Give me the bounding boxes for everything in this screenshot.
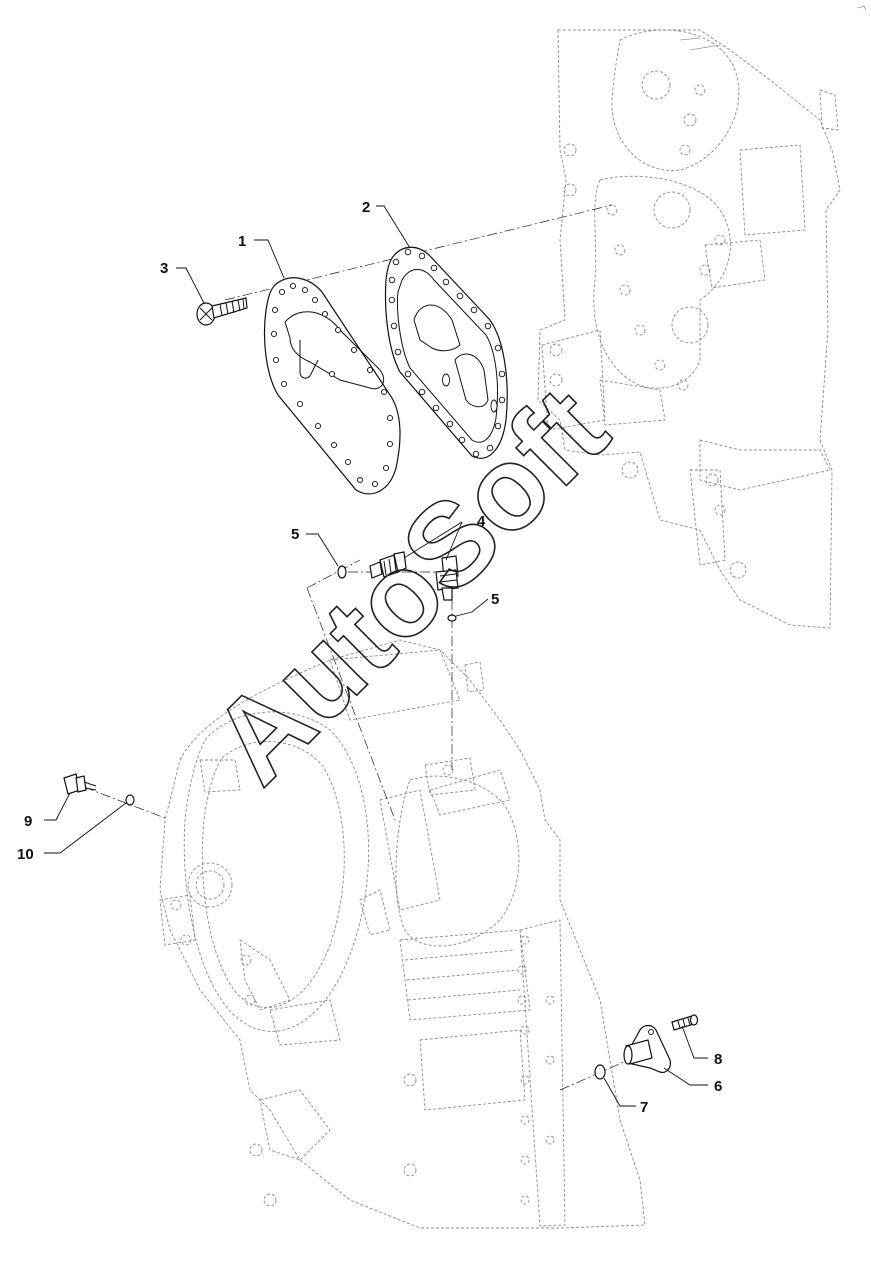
part-4-fitting-horizontal (369, 551, 407, 579)
part-5-o-ring-lower (447, 614, 457, 622)
part-5-o-ring-upper (337, 565, 347, 579)
part-3-screw (196, 297, 248, 326)
leader-lines (44, 205, 708, 1107)
part-4-fitting-elbow (435, 555, 459, 601)
callout-5-lower: 5 (491, 591, 499, 608)
callout-4: 4 (477, 513, 486, 530)
callout-6: 6 (714, 1078, 722, 1095)
part-2-gasket (384, 246, 508, 459)
part-7-o-ring (594, 1064, 606, 1080)
part-8-screw (671, 1014, 699, 1031)
corner-mark (857, 5, 867, 11)
callout-2: 2 (362, 199, 370, 216)
callout-9: 9 (24, 813, 32, 830)
callout-labels: 1 2 3 4 5 5 6 7 8 9 10 (17, 199, 722, 1116)
part-9-sensor (63, 773, 97, 795)
callout-5-upper: 5 (291, 526, 299, 543)
callout-8: 8 (714, 1051, 722, 1068)
callout-10: 10 (17, 846, 34, 863)
callout-1: 1 (238, 233, 246, 250)
part-10-seal-ring (125, 794, 135, 806)
watermark-text: AutoSoft (187, 363, 633, 809)
callout-7: 7 (640, 1099, 648, 1116)
part-6-speed-sensor (623, 1024, 671, 1073)
upper-housing-ghost (537, 29, 841, 629)
callout-3: 3 (160, 260, 168, 277)
lower-housing-ghost (159, 639, 646, 1229)
part-1-cover-plate (263, 277, 401, 495)
